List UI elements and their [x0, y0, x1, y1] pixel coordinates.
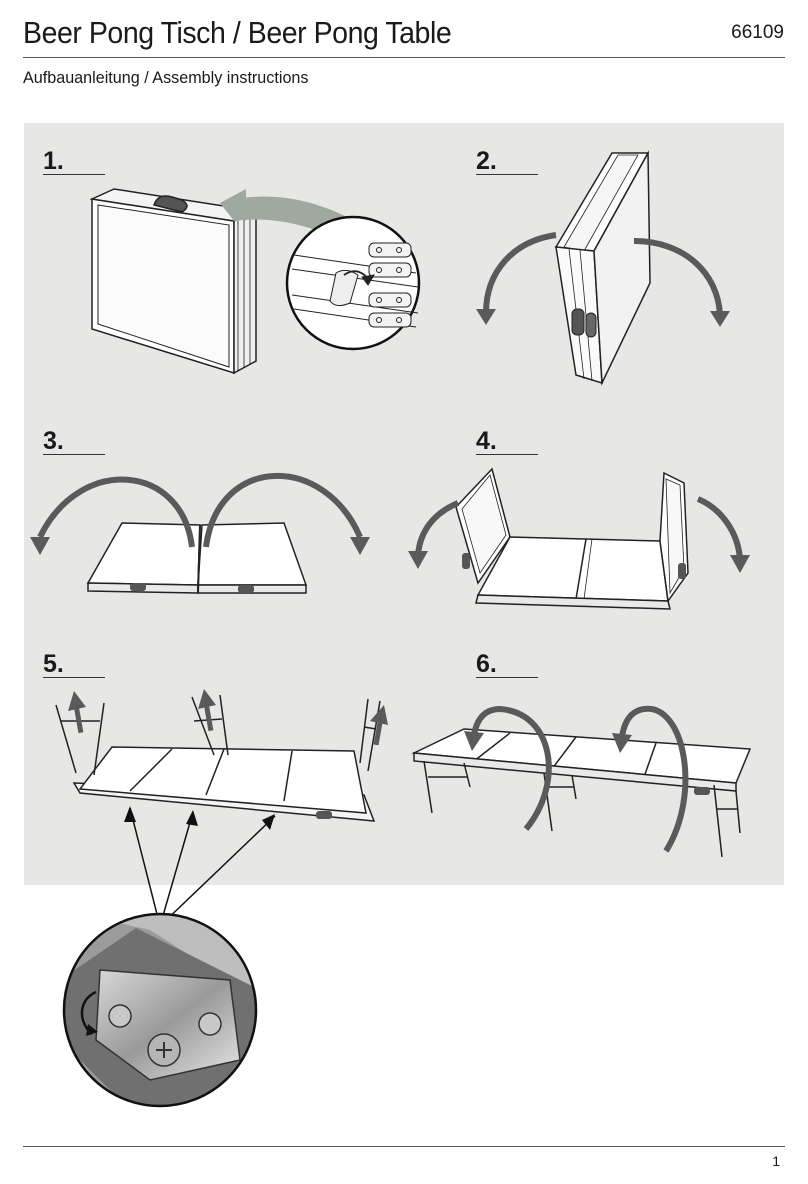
article-number: 66109	[731, 22, 784, 43]
carry-handle-icon	[316, 811, 332, 819]
step-3-number: 3.	[43, 427, 64, 455]
rotate-left-arrow	[483, 232, 557, 314]
step-2-number: 2.	[476, 147, 497, 175]
header-divider	[23, 57, 785, 58]
document-title: Beer Pong Tisch / Beer Pong Table	[23, 15, 452, 50]
unfold-left-arrow	[37, 476, 195, 548]
step-1-illustration	[89, 188, 421, 375]
extend-legs-arrows	[68, 689, 388, 746]
carry-handle-icon	[571, 308, 585, 336]
step-5-illustration	[55, 689, 388, 822]
unfold-right-arrow	[203, 473, 363, 548]
carry-handle-icon	[462, 553, 470, 569]
step-6-illustration	[411, 705, 752, 858]
step-4-number: 4.	[476, 427, 497, 455]
lift-right-arrow	[696, 496, 743, 560]
step-6-rule	[476, 677, 538, 678]
step-2-illustration	[476, 150, 730, 386]
carry-handle-icon	[130, 583, 146, 591]
lift-left-arrow	[415, 500, 460, 556]
step-3-rule	[43, 454, 105, 455]
hinge-detail-circle	[62, 912, 258, 1108]
carry-handle-icon	[153, 195, 188, 213]
step-1-rule	[43, 174, 105, 175]
rotate-right-arrow	[633, 238, 723, 316]
step-2-rule	[476, 174, 538, 175]
carry-handle-icon	[694, 787, 710, 795]
step-4-rule	[476, 454, 538, 455]
page-number: 1	[772, 1153, 780, 1169]
footer-divider	[23, 1146, 785, 1147]
step-5-rule	[43, 677, 105, 678]
flip-arrow-right	[619, 705, 689, 853]
flip-arrow-left	[471, 705, 552, 831]
step-6-number: 6.	[476, 650, 497, 678]
step-4-illustration	[408, 467, 750, 610]
callout-pointer-lines	[129, 807, 276, 927]
step-5-number: 5.	[43, 650, 64, 678]
step-1-number: 1.	[43, 147, 64, 175]
step-3-illustration	[30, 473, 370, 594]
document-subtitle: Aufbauanleitung / Assembly instructions	[23, 68, 309, 87]
instructions-panel: 1. 2. 3. 4. 5. 6.	[24, 123, 784, 885]
